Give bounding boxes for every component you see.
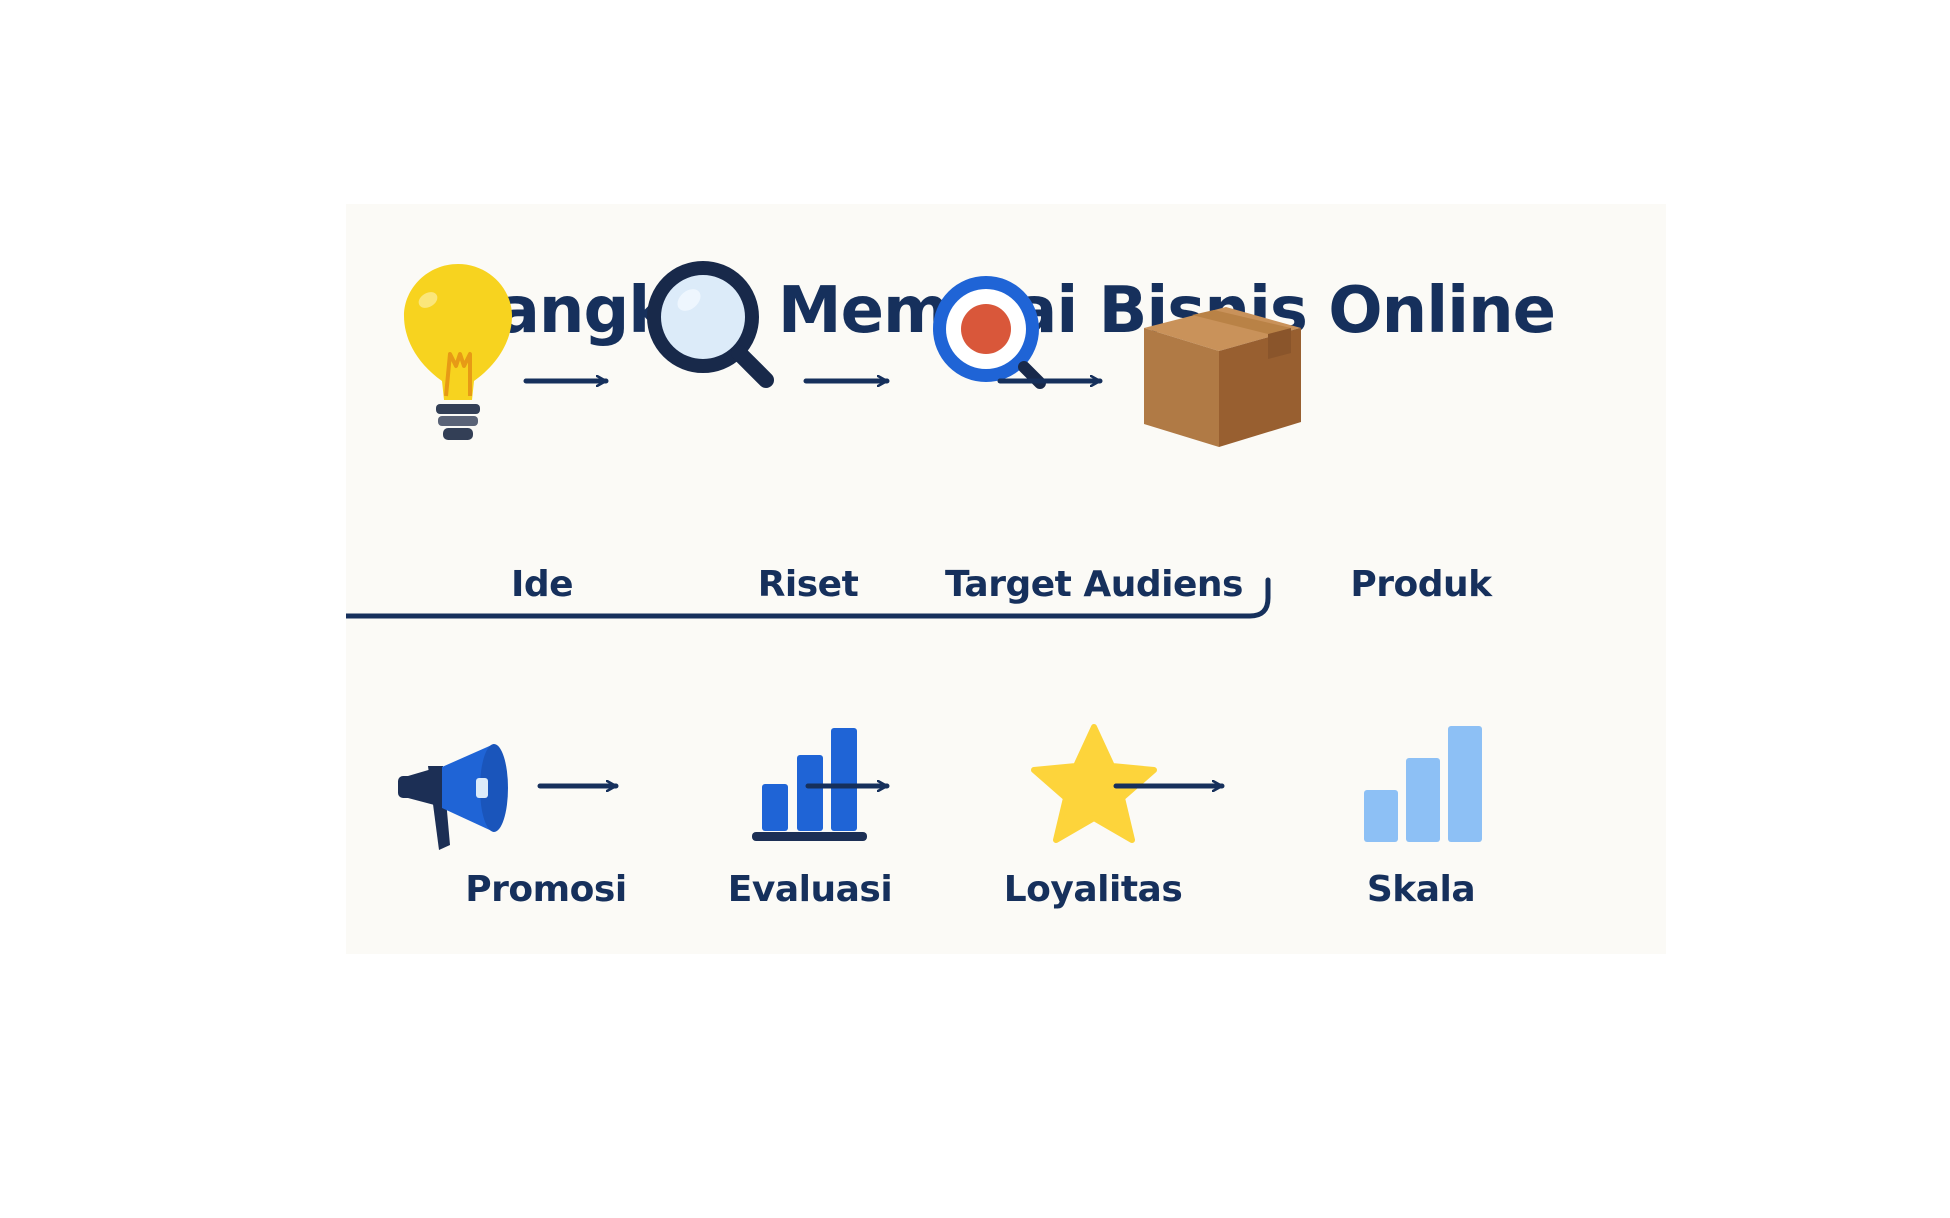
step-label-target-audiens: Target Audiens [945,564,1243,605]
bar-chart-icon [752,728,867,841]
step-label-ide: Ide [510,564,574,605]
flow-diagram [346,261,1482,850]
growth-bars-icon [1364,726,1482,842]
connector-produk-promosi [346,577,1271,619]
step-label-riset: Riset [757,564,859,605]
step-label-skala: Skala [1366,869,1476,910]
step-label-evaluasi: Evaluasi [727,869,893,910]
step-label-loyalitas: Loyalitas [1003,869,1183,910]
star-icon [1031,724,1157,843]
box-icon [1144,307,1301,447]
step-label-promosi: Promosi [465,869,627,910]
megaphone-icon [398,744,508,850]
step-label-produk: Produk [1350,564,1492,605]
magnifier-icon [647,261,774,388]
lightbulb-icon [404,264,512,440]
target-search-icon [933,276,1046,389]
